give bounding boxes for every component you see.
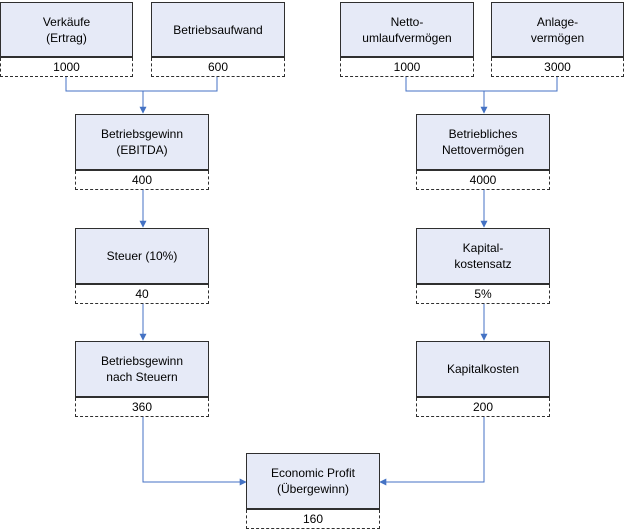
node-label: Betriebsaufwand xyxy=(151,2,285,58)
node-value: 5% xyxy=(416,285,550,304)
node-value: 40 xyxy=(75,285,209,304)
node-anlagevermoegen: Anlage- vermögen 3000 xyxy=(491,2,624,77)
arrow-betriebsgewinn-nach-steuern-to-economic-profit xyxy=(142,417,247,486)
connector-anlage-to-merge xyxy=(484,77,558,92)
node-label: Verkäufe (Ertrag) xyxy=(0,2,133,58)
connector-nettoumlauf-to-merge xyxy=(405,77,484,92)
node-value: 3000 xyxy=(491,58,624,77)
node-kapitalkosten: Kapitalkosten 200 xyxy=(416,341,550,417)
node-value: 600 xyxy=(151,58,285,77)
node-label: Betriebsgewinn (EBITDA) xyxy=(75,114,209,171)
node-betriebsaufwand: Betriebsaufwand 600 xyxy=(151,2,285,77)
node-economic-profit: Economic Profit (Übergewinn) 160 xyxy=(246,453,380,529)
node-value: 360 xyxy=(75,398,209,417)
node-label: Kapitalkosten xyxy=(416,341,550,398)
connector-verkaeufe-to-merge xyxy=(65,77,143,92)
node-label: Betriebsgewinn nach Steuern xyxy=(75,341,209,398)
node-betriebliches-nettovermoegen: Betriebliches Nettovermögen 4000 xyxy=(416,114,550,190)
node-verkaeufe: Verkäufe (Ertrag) 1000 xyxy=(0,2,133,77)
node-value: 160 xyxy=(246,510,380,529)
node-betriebsgewinn-nach-steuern: Betriebsgewinn nach Steuern 360 xyxy=(75,341,209,417)
node-label: Kapital- kostensatz xyxy=(416,228,550,285)
node-label: Economic Profit (Übergewinn) xyxy=(246,453,380,510)
node-value: 200 xyxy=(416,398,550,417)
node-label: Netto- umlaufvermögen xyxy=(340,2,474,58)
node-value: 400 xyxy=(75,171,209,190)
arrow-kapitalkosten-to-economic-profit xyxy=(379,417,485,486)
node-label: Steuer (10%) xyxy=(75,228,209,285)
node-value: 1000 xyxy=(0,58,133,77)
node-label: Anlage- vermögen xyxy=(491,2,624,58)
node-value: 1000 xyxy=(340,58,474,77)
node-value: 4000 xyxy=(416,171,550,190)
node-betriebsgewinn: Betriebsgewinn (EBITDA) 400 xyxy=(75,114,209,190)
node-steuer: Steuer (10%) 40 xyxy=(75,228,209,304)
node-nettoumlaufvermoegen: Netto- umlaufvermögen 1000 xyxy=(340,2,474,77)
node-kapitalkostensatz: Kapital- kostensatz 5% xyxy=(416,228,550,304)
connector-betriebsaufwand-to-merge xyxy=(143,77,218,92)
node-label: Betriebliches Nettovermögen xyxy=(416,114,550,171)
